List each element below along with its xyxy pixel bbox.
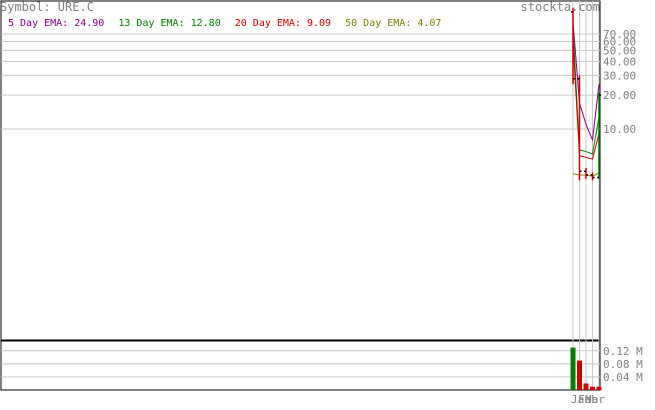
price-tick-label: 70.00: [603, 28, 636, 41]
price-tick-label: 10.00: [603, 123, 636, 136]
legend-ema-20: 20 Day EMA: 9.09: [234, 18, 332, 29]
volume-panel-frame: [0, 340, 601, 391]
volume-bar: [583, 383, 589, 390]
ema-line: [572, 41, 600, 160]
price-tick-label: 30.00: [603, 69, 636, 82]
volume-bar: [570, 347, 576, 390]
price-tick-label: 20.00: [603, 89, 636, 102]
volume-tick-label: 0.08 M: [603, 358, 643, 371]
symbol-label: Symbol: URE.C: [0, 0, 94, 14]
volume-tick-label: 0.12 M: [603, 345, 643, 358]
date-tick-label: Mar: [585, 393, 605, 406]
ema-line: [572, 21, 600, 142]
price-tick-label: 50.00: [603, 44, 636, 57]
volume-bar: [590, 386, 595, 390]
volume-tick-label: 0.04 M: [603, 371, 643, 384]
volume-bar: [577, 360, 582, 390]
legend-ema-50: 50 Day EMA: 4.07: [345, 18, 442, 29]
legend-ema-13: 13 Day EMA: 12.80: [118, 18, 221, 29]
volume-bar: [596, 386, 602, 390]
brand-logo-text[interactable]: stockta.com: [520, 0, 600, 14]
price-tick-label: 60.00: [603, 36, 636, 49]
ema-legend: 5 Day EMA: 24.90 13 Day EMA: 12.80 20 Da…: [8, 18, 449, 29]
date-tick-label: Feb: [578, 393, 598, 406]
price-tick-label: 40.00: [603, 55, 636, 68]
legend-ema-5: 5 Day EMA: 24.90: [8, 18, 105, 29]
price-panel-frame: [0, 0, 601, 341]
date-tick-label: Jan: [571, 393, 591, 406]
